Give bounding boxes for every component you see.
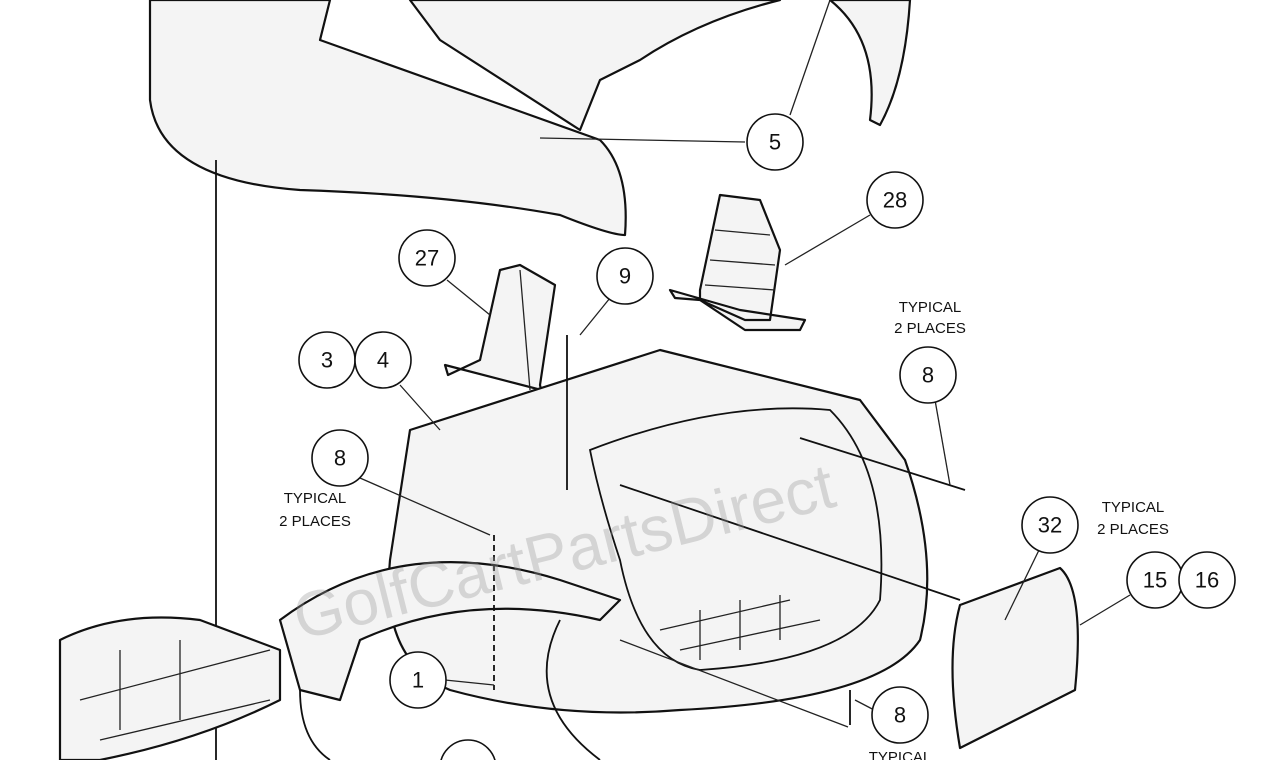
callout-4: 4 (354, 331, 412, 389)
note-typical-panel: TYPICAL (1102, 499, 1165, 516)
bottom-guide-line (619, 639, 849, 728)
callout-8-right: 8 (899, 346, 957, 404)
callout-32: 32 (1021, 496, 1079, 554)
svg-text:16: 16 (1195, 568, 1219, 593)
svg-text:9: 9 (619, 264, 631, 289)
svg-text:1: 1 (412, 668, 424, 693)
callout-15: 15 (1126, 551, 1184, 609)
svg-text:3: 3 (321, 348, 333, 373)
svg-text:8: 8 (922, 363, 934, 388)
svg-text:8: 8 (334, 446, 346, 471)
note-places-left: 2 PLACES (279, 513, 351, 530)
callout-9: 9 (596, 247, 654, 305)
callout-5: 5 (746, 113, 804, 171)
svg-text:28: 28 (883, 188, 907, 213)
callout-27: 27 (398, 229, 456, 287)
panel-guide-line (619, 484, 961, 601)
tub-floor-details (659, 595, 821, 660)
note-places-panel: 2 PLACES (1097, 521, 1169, 538)
note-typical-right: TYPICAL (899, 299, 962, 316)
tub-inner-opening (588, 407, 883, 671)
svg-text:4: 4 (377, 348, 389, 373)
svg-text:8: 8 (894, 703, 906, 728)
svg-text:27: 27 (415, 246, 439, 271)
callout-8-bottom: 8 (871, 686, 929, 744)
callout-28: 28 (866, 171, 924, 229)
callout-3: 3 (298, 331, 356, 389)
callout-8-left: 8 (311, 429, 369, 487)
svg-text:12: 12 (456, 756, 480, 760)
front-fender (278, 561, 622, 702)
note-typical-left: TYPICAL (284, 490, 347, 507)
note-typical-bottom: TYPICAL (869, 749, 932, 760)
shroud-right-wing (828, 0, 912, 127)
rear-body-shroud (148, 0, 627, 237)
svg-text:15: 15 (1143, 568, 1167, 593)
callout-12: 12 (440, 739, 496, 760)
access-panel (951, 566, 1079, 750)
leader-lines (359, 0, 1131, 713)
bracket-ribs (704, 229, 776, 291)
callout-16: 16 (1178, 551, 1236, 609)
frame-left (58, 616, 282, 760)
bolt-8-right (799, 437, 966, 491)
callout-1: 1 (389, 651, 447, 709)
svg-text:32: 32 (1038, 513, 1062, 538)
note-places-right: 2 PLACES (894, 320, 966, 337)
frame-members (79, 640, 271, 741)
bracket-edge (519, 269, 531, 391)
svg-text:5: 5 (769, 130, 781, 155)
fender-lower (299, 619, 601, 760)
shroud-top-rim (408, 0, 782, 132)
